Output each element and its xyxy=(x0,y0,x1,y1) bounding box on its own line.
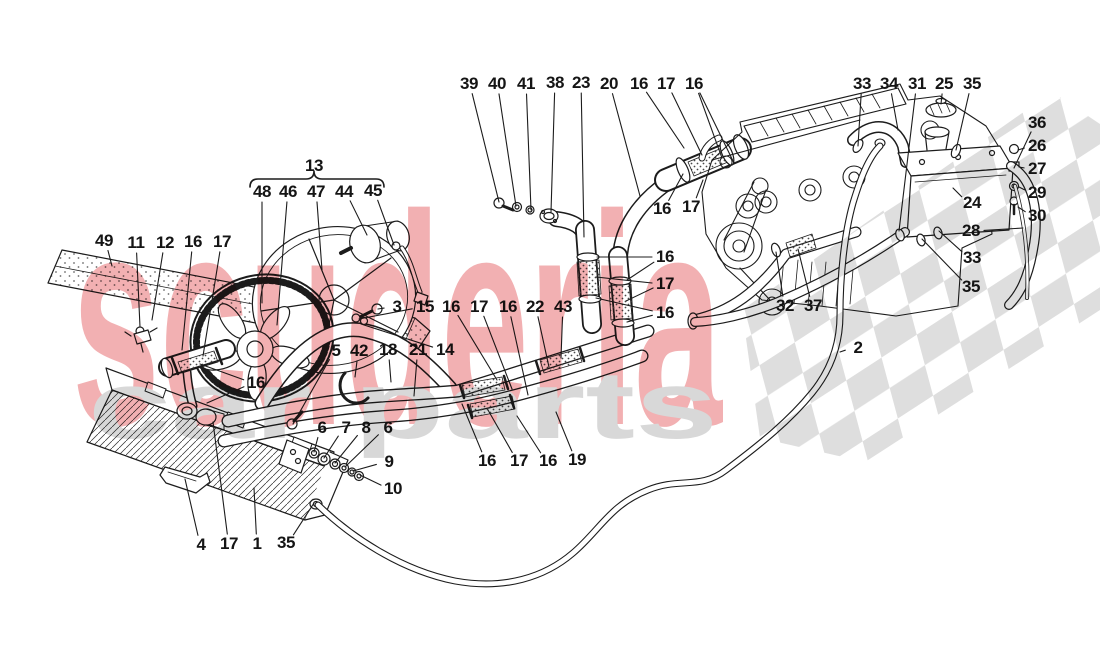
part-callout-16: 16 xyxy=(441,297,461,316)
hose-clamp-42 xyxy=(338,371,370,405)
pipe-sleeve-upper xyxy=(461,376,506,398)
part-callout-14: 14 xyxy=(435,340,455,359)
part-callout-2: 2 xyxy=(853,338,863,357)
part-callout-48: 48 xyxy=(252,182,272,201)
part-callout-6: 6 xyxy=(317,418,327,437)
pipe-sleeve-43 xyxy=(539,348,583,374)
part-callout-22: 22 xyxy=(525,297,545,316)
part-callout-29: 29 xyxy=(1027,183,1047,202)
part-callout-17: 17 xyxy=(656,74,676,93)
part-callout-13: 13 xyxy=(304,156,324,175)
part-callout-7: 7 xyxy=(341,418,351,437)
part-callout-46: 46 xyxy=(278,182,298,201)
part-callout-17: 17 xyxy=(681,197,701,216)
part-callout-41: 41 xyxy=(516,74,536,93)
part-callout-8: 8 xyxy=(361,418,371,437)
part-callout-26: 26 xyxy=(1027,136,1047,155)
part-callout-37: 37 xyxy=(803,296,823,315)
part-callout-42: 42 xyxy=(349,341,369,360)
part-callout-35: 35 xyxy=(961,277,981,296)
part-callout-10: 10 xyxy=(383,479,403,498)
part-callout-1: 1 xyxy=(252,534,262,553)
outlet-elbow-and-fasteners xyxy=(493,197,559,224)
vertical-hose-couplings xyxy=(548,175,675,346)
part-callout-16: 16 xyxy=(183,232,203,251)
radiator-inlet-assembly xyxy=(176,367,225,431)
part-callout-16: 16 xyxy=(629,74,649,93)
part-callout-24: 24 xyxy=(962,193,982,212)
part-callout-38: 38 xyxy=(545,73,565,92)
part-callout-21: 21 xyxy=(408,340,428,359)
part-callout-5: 5 xyxy=(331,341,341,360)
group-13-bracket xyxy=(249,170,385,188)
part-callout-40: 40 xyxy=(487,74,507,93)
part-callout-6: 6 xyxy=(383,418,393,437)
part-callout-47: 47 xyxy=(306,182,326,201)
part-callout-23: 23 xyxy=(571,73,591,92)
part-callout-49: 49 xyxy=(94,231,114,250)
water-pipes xyxy=(217,322,655,448)
part-callout-25: 25 xyxy=(934,74,954,93)
part-callout-16: 16 xyxy=(538,451,558,470)
part-callout-17: 17 xyxy=(469,297,489,316)
pipe-sleeve-lower xyxy=(469,395,516,418)
part-callout-17: 17 xyxy=(509,451,529,470)
part-callout-43: 43 xyxy=(553,297,573,316)
part-callout-17: 17 xyxy=(219,534,239,553)
part-callout-16: 16 xyxy=(498,297,518,316)
part-callout-17: 17 xyxy=(655,274,675,293)
part-callout-35: 35 xyxy=(276,533,296,552)
part-callout-20: 20 xyxy=(599,74,619,93)
filler-neck xyxy=(924,126,950,138)
part-callout-16: 16 xyxy=(655,247,675,266)
part-callout-35: 35 xyxy=(962,74,982,93)
part-callout-28: 28 xyxy=(961,221,981,240)
temperature-sensor xyxy=(124,326,158,353)
fan-motor xyxy=(339,220,429,306)
part-callout-11: 11 xyxy=(127,233,145,252)
part-callout-9: 9 xyxy=(384,452,394,471)
part-callout-15: 15 xyxy=(415,297,435,316)
part-callout-36: 36 xyxy=(1027,113,1047,132)
part-callout-31: 31 xyxy=(907,74,927,93)
part-callout-17: 17 xyxy=(212,232,232,251)
part-callout-34: 34 xyxy=(879,74,899,93)
part-callout-30: 30 xyxy=(1027,206,1047,225)
part-callout-33: 33 xyxy=(852,74,872,93)
part-callout-16: 16 xyxy=(246,373,266,392)
part-callout-19: 19 xyxy=(567,450,587,469)
part-callout-16: 16 xyxy=(652,199,672,218)
part-callout-3: 3 xyxy=(392,297,402,316)
part-callout-27: 27 xyxy=(1027,159,1047,178)
part-callout-16: 16 xyxy=(684,74,704,93)
part-callout-12: 12 xyxy=(155,233,175,252)
part-callout-16: 16 xyxy=(655,303,675,322)
part-callout-18: 18 xyxy=(378,340,398,359)
part-callout-32: 32 xyxy=(775,296,795,315)
part-callout-44: 44 xyxy=(334,182,354,201)
part-callout-16: 16 xyxy=(477,451,497,470)
part-callout-45: 45 xyxy=(363,181,383,200)
radiator-hose-sleeve xyxy=(158,339,236,379)
small-hardware xyxy=(278,303,383,482)
wire-connector xyxy=(413,291,429,306)
part-callout-39: 39 xyxy=(459,74,479,93)
part-callout-4: 4 xyxy=(196,535,206,554)
part-callout-33: 33 xyxy=(962,248,982,267)
